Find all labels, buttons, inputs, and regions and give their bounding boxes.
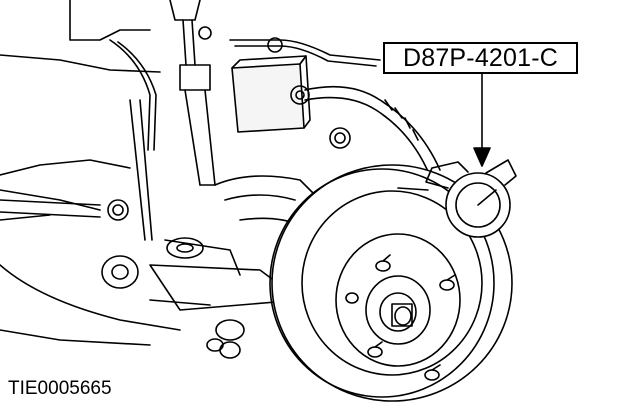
flex-hose bbox=[305, 87, 440, 176]
brake-caliper bbox=[232, 56, 350, 148]
brake-hose bbox=[110, 38, 380, 150]
wheel-studs bbox=[346, 255, 455, 380]
lower-arm bbox=[150, 238, 300, 358]
callout-arrowhead bbox=[474, 148, 490, 166]
figure-id-label: TIE0005665 bbox=[8, 378, 112, 399]
shock-absorber bbox=[170, 0, 215, 185]
dial-indicator-gauge bbox=[398, 160, 516, 237]
stabilizer-link bbox=[0, 100, 152, 288]
wheel-hub bbox=[366, 276, 430, 344]
vehicle-body-outline bbox=[0, 0, 180, 345]
tool-number-callout: D87P-4201-C bbox=[383, 42, 578, 74]
